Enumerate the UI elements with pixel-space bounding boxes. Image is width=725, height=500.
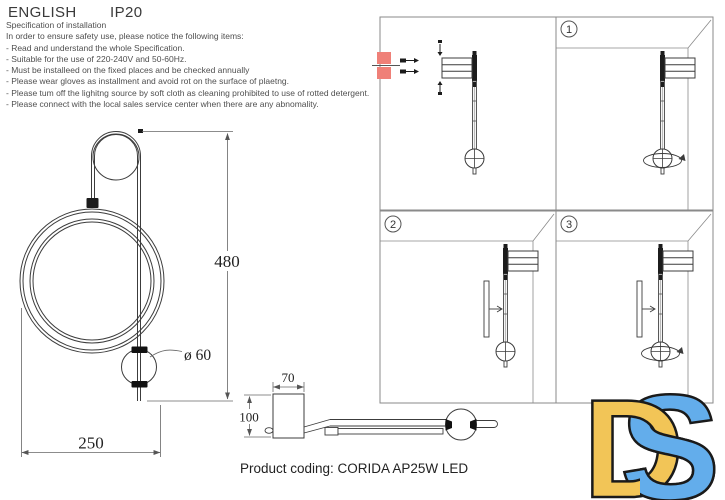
specification-block: Specification of installation In order t… [6,20,380,110]
step-1-lamp [643,50,696,175]
wall-marker-top [377,52,391,64]
wall-mount-detail [372,40,485,175]
dim-box-height-label: 100 [239,410,259,425]
step-3-lamp [636,243,694,368]
screw-arrows-vertical [437,40,443,95]
spec-item: - Suitable for the use of 220-240V and 5… [6,53,187,64]
rotate-arrow [641,346,680,361]
dim-box-width-label: 70 [282,370,295,385]
side-view-drawing [264,393,498,441]
spec-item: - Please tum off the lighitng source by … [6,87,370,98]
step-1-number: 1 [566,24,572,36]
product-coding-label: Product coding: CORIDA AP25W LED [240,461,469,476]
panel-step-2 [379,210,557,404]
top-loop-circle [92,133,140,181]
rotate-arrow [643,153,682,168]
side-view-dimensions [235,382,305,438]
logo-letter-s-front: S [620,363,720,500]
step-2-number: 2 [390,219,396,231]
step-2-lamp [483,243,539,368]
screw-arrows-horizontal [400,58,419,74]
panel-mounting [379,16,557,211]
language-label: ENGLISH [8,4,77,21]
step-3-number: 3 [566,219,572,231]
logo-letter-d: D [583,370,684,500]
dim-ball-diameter-label: ø 60 [184,347,211,364]
led-bar [636,280,643,338]
ball-shade [121,349,157,385]
dim-height-label: 480 [214,252,240,271]
panel-step-1 [555,16,714,211]
spec-item: - Please wear gloves as installment and … [6,76,290,87]
step-2-badge [384,215,402,233]
panel-step-3 [555,210,714,404]
instruction-panels [379,16,714,404]
step-3-badge [560,215,578,233]
logo-letter-s: S [620,363,720,500]
spec-item: - Must be installeed on the fixed places… [6,65,250,76]
spec-title: Specification of installation [6,20,107,30]
step-1-badge [560,20,578,38]
spec-item: - Read and understand the whole Specific… [6,42,185,53]
wall-marker-bottom [377,67,391,79]
clamp [86,198,99,208]
dim-width-label: 250 [78,434,104,453]
ip-rating-label: IP20 [110,4,143,21]
led-bar [483,280,490,338]
spec-intro: In order to ensure safety use, please no… [6,31,244,42]
ds-logo: S D S [582,362,722,500]
front-view-dimensions [21,131,243,457]
spec-item: - Please connect with the local sales se… [6,99,319,110]
front-view-drawing [19,129,165,401]
